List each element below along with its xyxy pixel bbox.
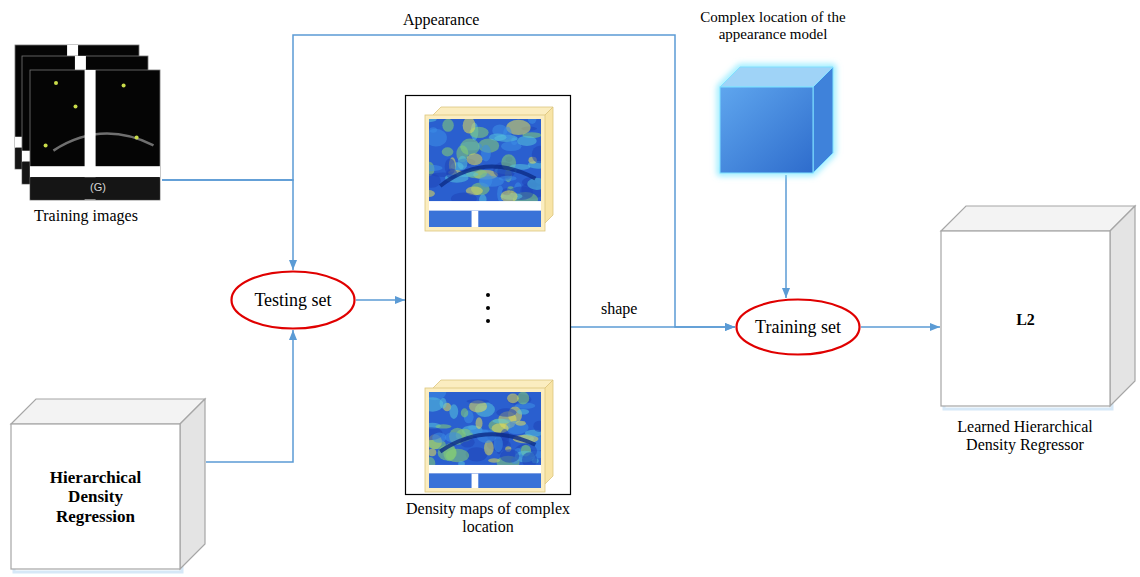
landmark-dot bbox=[74, 104, 78, 108]
heatmap-footer bbox=[429, 211, 541, 227]
heatmap-blob bbox=[429, 190, 435, 197]
heatmap-blob bbox=[466, 399, 489, 403]
heatmap-blob bbox=[501, 190, 518, 202]
heatmap-blob bbox=[494, 436, 503, 452]
map-cube-frame bbox=[425, 115, 545, 231]
heatmap-blob bbox=[467, 153, 483, 165]
box-top bbox=[11, 399, 205, 424]
heatmap-blob bbox=[429, 129, 447, 147]
connector-arrow bbox=[356, 299, 405, 301]
landmark-dot bbox=[54, 81, 58, 85]
heatmap-blob bbox=[533, 421, 541, 432]
heatmap-blob bbox=[429, 449, 436, 456]
heatmap-blob bbox=[516, 421, 526, 426]
connector-arrow bbox=[861, 326, 940, 328]
heatmap-blob bbox=[532, 146, 541, 163]
heatmap-blob bbox=[496, 408, 516, 417]
edge-label: Appearance bbox=[400, 11, 482, 29]
appearance-model-cube-outline bbox=[718, 65, 838, 175]
ellipsis-dot bbox=[486, 293, 490, 297]
connector-arrow bbox=[162, 180, 293, 270]
box-front bbox=[941, 231, 1110, 406]
heatmap-bar bbox=[472, 211, 479, 227]
ultrasound-arc bbox=[53, 134, 153, 151]
heatmap-blob bbox=[517, 136, 537, 146]
landmark-dot bbox=[135, 136, 139, 140]
model-box: Hierarchical Density Regression bbox=[10, 398, 206, 570]
heatmap-blob bbox=[432, 432, 446, 442]
process-ellipse: Training set bbox=[735, 298, 861, 356]
heatmap-blob bbox=[442, 119, 453, 132]
heatmap-bar bbox=[472, 474, 479, 488]
box-label: Hierarchical Density Regression bbox=[11, 425, 180, 569]
landmark-dot bbox=[122, 84, 126, 88]
cube-glow bbox=[720, 67, 833, 173]
image-stack-outline bbox=[15, 45, 162, 202]
heatmap-blob bbox=[445, 158, 456, 175]
heatmap-blob bbox=[449, 404, 458, 419]
image-caption: Training images bbox=[11, 207, 161, 225]
map-cube-frame bbox=[425, 388, 545, 492]
heatmap-blob bbox=[461, 408, 468, 417]
heatmap-blob bbox=[440, 398, 447, 409]
heatmap-blob bbox=[517, 409, 529, 415]
edge-label: shape bbox=[598, 300, 640, 318]
heatmap-blob bbox=[463, 119, 476, 134]
heatmap-blob bbox=[429, 165, 443, 172]
panel-border bbox=[406, 96, 571, 495]
ellipsis-dot bbox=[486, 319, 490, 323]
heatmap-blob bbox=[499, 176, 517, 181]
regressor-box: L2Learned Hierarchical Density Regressor bbox=[940, 205, 1136, 407]
heatmap-blob bbox=[507, 393, 519, 403]
ellipse-label: Testing set bbox=[230, 270, 356, 330]
connector-arrow bbox=[785, 175, 787, 298]
connector-arrow bbox=[206, 330, 293, 462]
box-side bbox=[180, 399, 205, 569]
cube-front bbox=[720, 87, 813, 173]
heatmap-blob bbox=[457, 156, 467, 170]
crosshair-bar bbox=[30, 166, 160, 177]
cube-caption: Complex location of the appearance model bbox=[693, 9, 853, 44]
box-caption: Learned Hierarchical Density Regressor bbox=[940, 418, 1110, 455]
heatmap-arc bbox=[440, 434, 535, 451]
landmark-dot bbox=[44, 143, 48, 147]
ultrasound-image bbox=[30, 70, 160, 200]
ellipsis-dot bbox=[486, 306, 490, 310]
heatmap-ground bbox=[429, 392, 541, 488]
heatmap-blob bbox=[429, 119, 437, 122]
box-front bbox=[11, 424, 180, 569]
density-map-panel: Density maps of complex location bbox=[405, 95, 571, 495]
heatmap-footer bbox=[429, 474, 541, 488]
image-footer bbox=[31, 177, 160, 199]
appearance-model-cube: Complex location of the appearance model bbox=[718, 65, 838, 175]
connector-arrow bbox=[571, 326, 735, 328]
heatmap-blob bbox=[460, 138, 479, 155]
heatmap-blob bbox=[476, 417, 483, 429]
image-stack: Training images bbox=[15, 45, 162, 202]
panel-caption: Density maps of complex location bbox=[388, 500, 588, 537]
heatmap-bar bbox=[429, 465, 541, 474]
image-marker: (G) bbox=[90, 181, 106, 193]
heatmap-blob bbox=[489, 133, 507, 141]
heatmap-blob bbox=[528, 119, 537, 124]
process-ellipse: Testing set bbox=[230, 270, 356, 330]
heatmap-blob bbox=[435, 424, 451, 428]
heatmap-blob bbox=[500, 449, 519, 463]
box-label: L2 bbox=[941, 235, 1110, 406]
density-map-panel-outline bbox=[405, 95, 571, 495]
heatmap-blob bbox=[492, 419, 511, 424]
heatmap-blob bbox=[429, 174, 441, 188]
heatmap-blob bbox=[517, 392, 529, 404]
regressor-box-outline bbox=[940, 205, 1136, 407]
ellipse-label: Training set bbox=[735, 298, 861, 356]
box-side bbox=[1110, 206, 1135, 406]
heatmap-blob bbox=[481, 145, 491, 162]
heatmap-blob bbox=[442, 147, 454, 156]
box-top bbox=[941, 206, 1135, 231]
heatmap-bar bbox=[429, 201, 541, 211]
cube-side bbox=[813, 67, 833, 173]
heatmap-arc bbox=[440, 167, 535, 186]
heatmap-blob bbox=[505, 421, 528, 435]
